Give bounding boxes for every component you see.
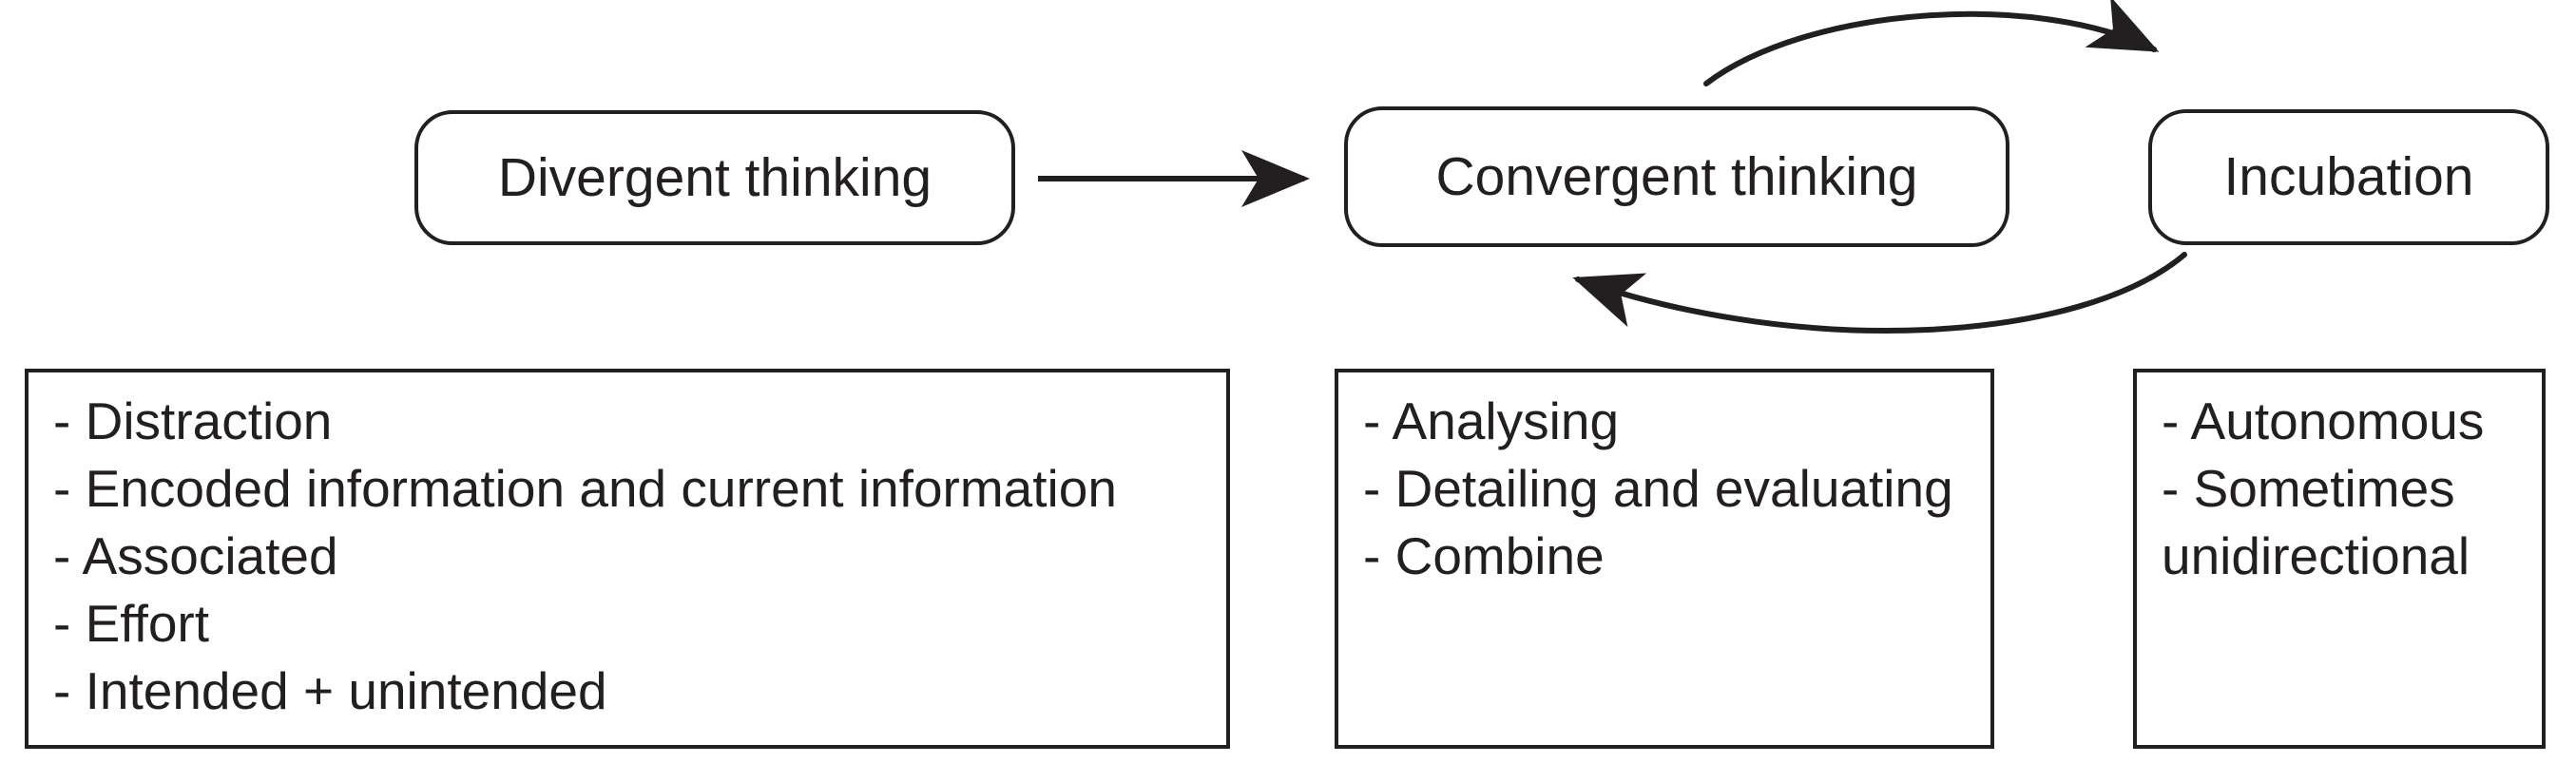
- note-item: - Combine: [1363, 526, 1605, 585]
- stage-box-divergent-thinking: Divergent thinking: [414, 110, 1015, 245]
- stage-label: Convergent thinking: [1435, 145, 1918, 207]
- note-item: - Analysing: [1363, 391, 1620, 450]
- note-item: - Sometimes unidirectional: [2162, 459, 2470, 585]
- arrow-incubation-to-convergent-icon: [1572, 252, 2187, 334]
- notes-box-convergent-thinking: - Analysing - Detailing and evaluating -…: [1335, 369, 1994, 749]
- note-item: - Detailing and evaluating: [1363, 459, 1953, 518]
- stage-label: Divergent thinking: [497, 146, 932, 208]
- arrow-convergent-to-incubation-icon: [1703, 0, 2160, 86]
- stage-box-convergent-thinking: Convergent thinking: [1344, 106, 2009, 247]
- note-item: - Effort: [53, 594, 210, 653]
- note-item: - Distraction: [53, 391, 333, 450]
- note-item: - Associated: [53, 526, 338, 585]
- notes-box-incubation: - Autonomous - Sometimes unidirectional: [2133, 369, 2546, 749]
- note-item: - Autonomous: [2162, 391, 2485, 450]
- note-item: - Intended + unintended: [53, 661, 607, 720]
- stage-box-incubation: Incubation: [2148, 109, 2549, 245]
- stage-label: Incubation: [2223, 146, 2474, 207]
- note-item: - Encoded information and current inform…: [53, 459, 1117, 518]
- notes-box-divergent-thinking: - Distraction - Encoded information and …: [25, 369, 1230, 749]
